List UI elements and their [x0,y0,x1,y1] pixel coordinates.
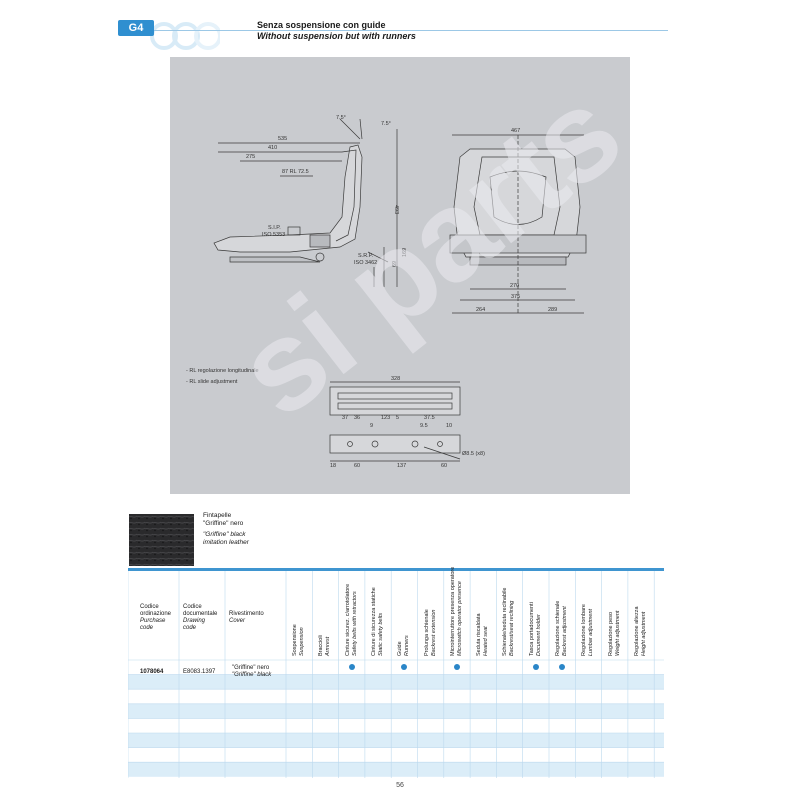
dim-270-label: 270 [510,283,520,289]
header-swirl-decoration [150,14,222,54]
technical-drawing [213,118,587,462]
dim-37-label: 37 [342,415,349,421]
header-rule [118,30,668,31]
dim-137-label: 137 [397,463,407,469]
feature-dot [348,664,355,670]
dim-87-label: 87 RL 72.5 [282,169,309,175]
page-number: 56 [396,782,404,789]
feature-dot [401,664,408,670]
dim-535-label: 535 [278,136,288,142]
dim-328-label: 328 [391,376,401,382]
dim-10-label: 10 [446,423,453,429]
dim-37-5-label: 37.5 [424,415,435,421]
row-drawing-code: E8083.1397 [183,669,216,675]
dim-375-label: 375 [511,294,521,300]
dim-9-label: 9 [370,423,374,429]
dim-5-label: 5 [396,415,400,421]
swatch-line-1: Fintapelle [203,512,232,519]
dim-410-label: 410 [268,145,278,151]
leather-swatch-image [129,514,194,566]
dim-264-label: 264 [476,307,486,313]
dim-467-label: 467 [511,128,521,134]
row-cover-italian: "Griffine" nero [232,665,270,671]
header-cover: Rivestimento Cover [229,611,264,624]
dim-275-label: 275 [246,154,256,160]
feature-dot [532,664,539,670]
swatch-line-3: "Griffine" black [203,531,246,538]
dim-18-label: 18 [330,463,337,469]
technical-drawing-panel: 7.5° 7.5° 535 410 275 87 RL 72.5 493 169… [170,57,630,494]
iso3462-label: ISO 3462 [354,260,378,266]
spec-table-grid [128,568,664,778]
dim-9-5-label: 9.5 [420,423,428,429]
dim-123-label: 123 [381,415,391,421]
iso5353-label: ISO 5353 [262,232,286,238]
dim-36-label: 36 [354,415,361,421]
dim-60b-label: 60 [441,463,448,469]
note-italian: - RL regolazione longitudinale [186,368,259,374]
angle-right-label: 7.5° [381,121,391,127]
title-italian: Senza sospensione con guide [257,20,386,30]
feature-dot [453,664,460,670]
hole-diameter-label: Ø8.5 (x8) [462,451,485,457]
row-cover-english: "Griffine" black [232,672,272,678]
swatch-line-2: "Griffine" nero [203,520,244,527]
dim-60-label: 60 [354,463,361,469]
dim-289-label: 289 [548,307,558,313]
header-purchase-code: Codice ordinazione Purchase code [140,604,172,631]
sip-label: S.I.P. [268,225,281,231]
spec-table: Codice ordinazione Purchase code Codice … [128,566,664,778]
header-drawing-code: Codice documentale Drawing code [183,604,218,631]
feature-dot [559,664,566,670]
note-english: - RL slide adjustment [186,379,238,385]
swatch-line-4: imitation leather [203,539,249,546]
srp-label: S.R.P. [358,253,374,259]
angle-left-label: 7.5° [336,115,346,121]
row-purchase-code: 1078064 [140,669,164,675]
title-english: Without suspension but with runners [257,31,416,41]
section-badge: G4 [118,20,154,36]
